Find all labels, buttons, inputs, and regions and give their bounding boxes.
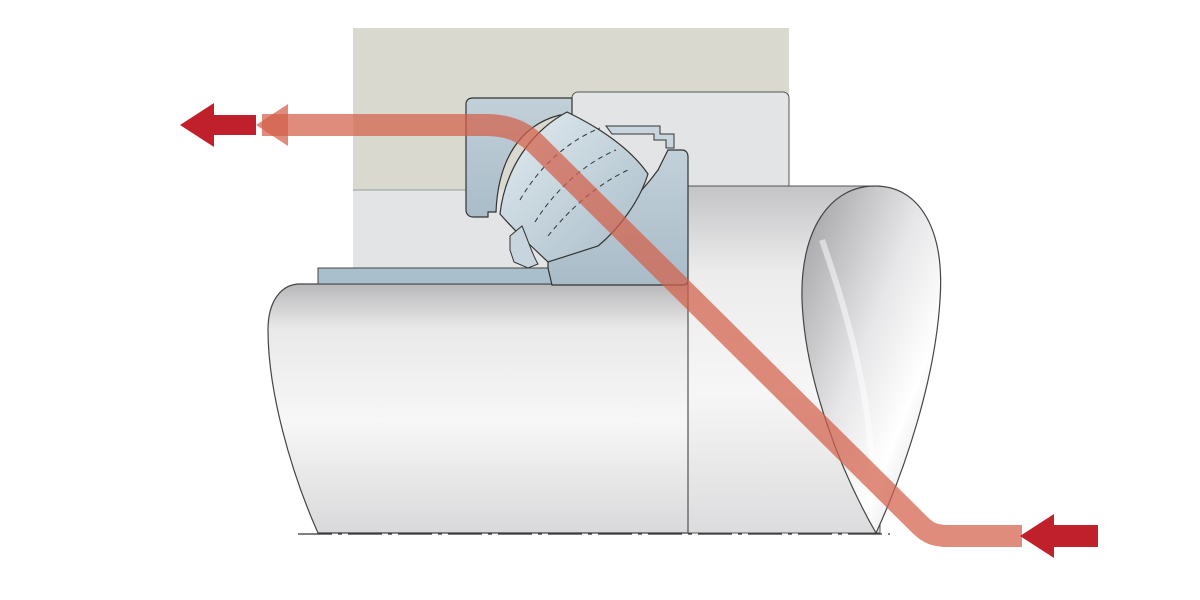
cage bbox=[509, 125, 675, 269]
adapter-sleeve bbox=[317, 267, 553, 285]
double-arrow-left-icon bbox=[180, 103, 214, 147]
shaft-small-body bbox=[267, 283, 689, 534]
load-path bbox=[262, 114, 1022, 547]
shaft-large bbox=[687, 185, 942, 535]
load-arrow-in-shaft bbox=[1050, 525, 1098, 547]
cage-upper bbox=[605, 125, 675, 149]
arrow-left-icon bbox=[1020, 514, 1054, 558]
load-arrow-out-shaft bbox=[208, 115, 256, 135]
end-face-highlight bbox=[819, 239, 875, 471]
load-arrow-in bbox=[1020, 514, 1098, 558]
shaft-small bbox=[267, 283, 689, 534]
load-arrow-out bbox=[180, 103, 256, 147]
cage-lower bbox=[509, 225, 539, 269]
load-path-arrowhead bbox=[256, 104, 288, 146]
